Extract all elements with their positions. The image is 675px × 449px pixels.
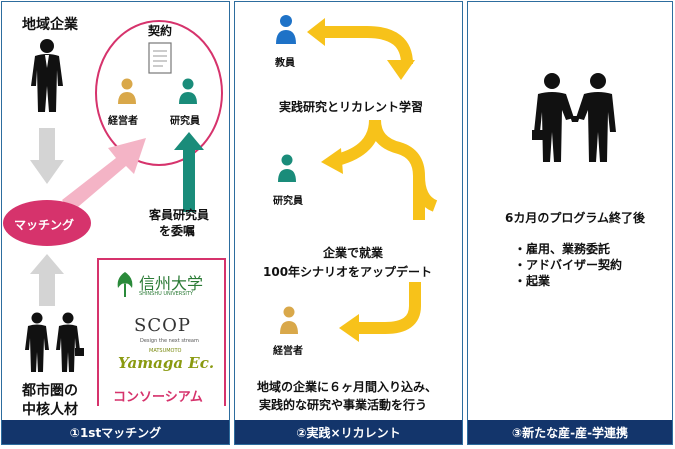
manager-label-p2: 経営者 <box>273 346 303 357</box>
diagonal-arrow <box>62 138 146 212</box>
footer-collaboration: ③新たな産-産-学連携 <box>468 420 672 444</box>
up-gray-arrow <box>30 254 64 306</box>
businesspeople-icon <box>25 312 84 372</box>
manager-label: 経営者 <box>108 116 138 127</box>
footer-practice: ②実践×リカレント <box>235 420 462 444</box>
outcome-item-3: ・起業 <box>514 274 551 288</box>
urban-line2: 中核人材 <box>22 402 78 418</box>
panel-collaboration: 6カ月のプログラム終了後 ・雇用、業務委託 ・アドバイザー契約 ・起業 ③新たな… <box>467 1 673 445</box>
yamaga-logo-sub: MATSUMOTO <box>149 348 182 354</box>
researcher-icon <box>179 78 197 104</box>
consortium-box <box>97 258 226 406</box>
yellow-split-arrow <box>321 119 438 220</box>
local-company-label: 地域企業 <box>22 17 78 33</box>
panel-practice: 教員 実践研究とリカレント学習 研究員 企業で就業 100年シナリオをアップデー… <box>234 1 463 445</box>
down-arrow <box>30 128 64 184</box>
contract-label: 契約 <box>148 24 173 38</box>
teacher-label: 教員 <box>275 58 295 69</box>
yellow-curve-arrow-bottom <box>339 282 421 342</box>
footer-matching: ①1stマッチング <box>2 420 229 444</box>
consortium-label: コンソーシアム <box>110 386 206 405</box>
manager-icon-p2 <box>280 306 298 334</box>
after-program-label: 6カ月のプログラム終了後 <box>505 211 645 225</box>
businessman-icon <box>31 39 63 112</box>
employment-label: 企業で就業 <box>323 246 384 260</box>
description-line2: 実践的な研究や事業活動を行う <box>259 398 428 412</box>
outcome-item-1: ・雇用、業務委託 <box>514 242 611 256</box>
scop-logo-sub: Design the next stream <box>140 338 199 344</box>
description-line1: 地域の企業に６ヶ月間入り込み、 <box>257 380 438 394</box>
guest-researcher-line2: を委嘱 <box>159 224 196 238</box>
shinshu-logo-icon <box>117 272 133 297</box>
researcher-label: 研究員 <box>170 116 200 127</box>
yellow-curve-arrow-top <box>307 18 415 80</box>
yamaga-logo: Yamaga Ec. <box>118 354 215 372</box>
contract-circle <box>95 20 223 166</box>
scop-logo: SCOP <box>134 315 191 336</box>
matching-label: マッチング <box>14 218 75 232</box>
outcome-item-2: ・アドバイザー契約 <box>514 258 623 272</box>
guest-researcher-line1: 客員研究員 <box>149 208 210 222</box>
practice-label: 実践研究とリカレント学習 <box>279 100 424 114</box>
researcher-icon-p2 <box>278 154 296 182</box>
researcher-label-p2: 研究員 <box>273 196 303 207</box>
shinshu-logo-text: 信州大学 <box>139 274 204 293</box>
handshake-icon <box>532 73 616 162</box>
document-icon <box>148 42 172 74</box>
panel-matching: 地域企業 契約 経営者 研究員 客員研究員 を委嘱 <box>1 1 230 445</box>
manager-icon <box>118 78 136 104</box>
matching-ellipse <box>3 200 91 246</box>
scenario-label: 100年シナリオをアップデート <box>263 265 433 279</box>
up-arrow <box>174 132 204 212</box>
shinshu-logo-en: SHINSHU UNIVERSITY <box>139 291 194 297</box>
teacher-icon <box>276 15 296 44</box>
urban-line1: 都市圏の <box>22 383 78 399</box>
